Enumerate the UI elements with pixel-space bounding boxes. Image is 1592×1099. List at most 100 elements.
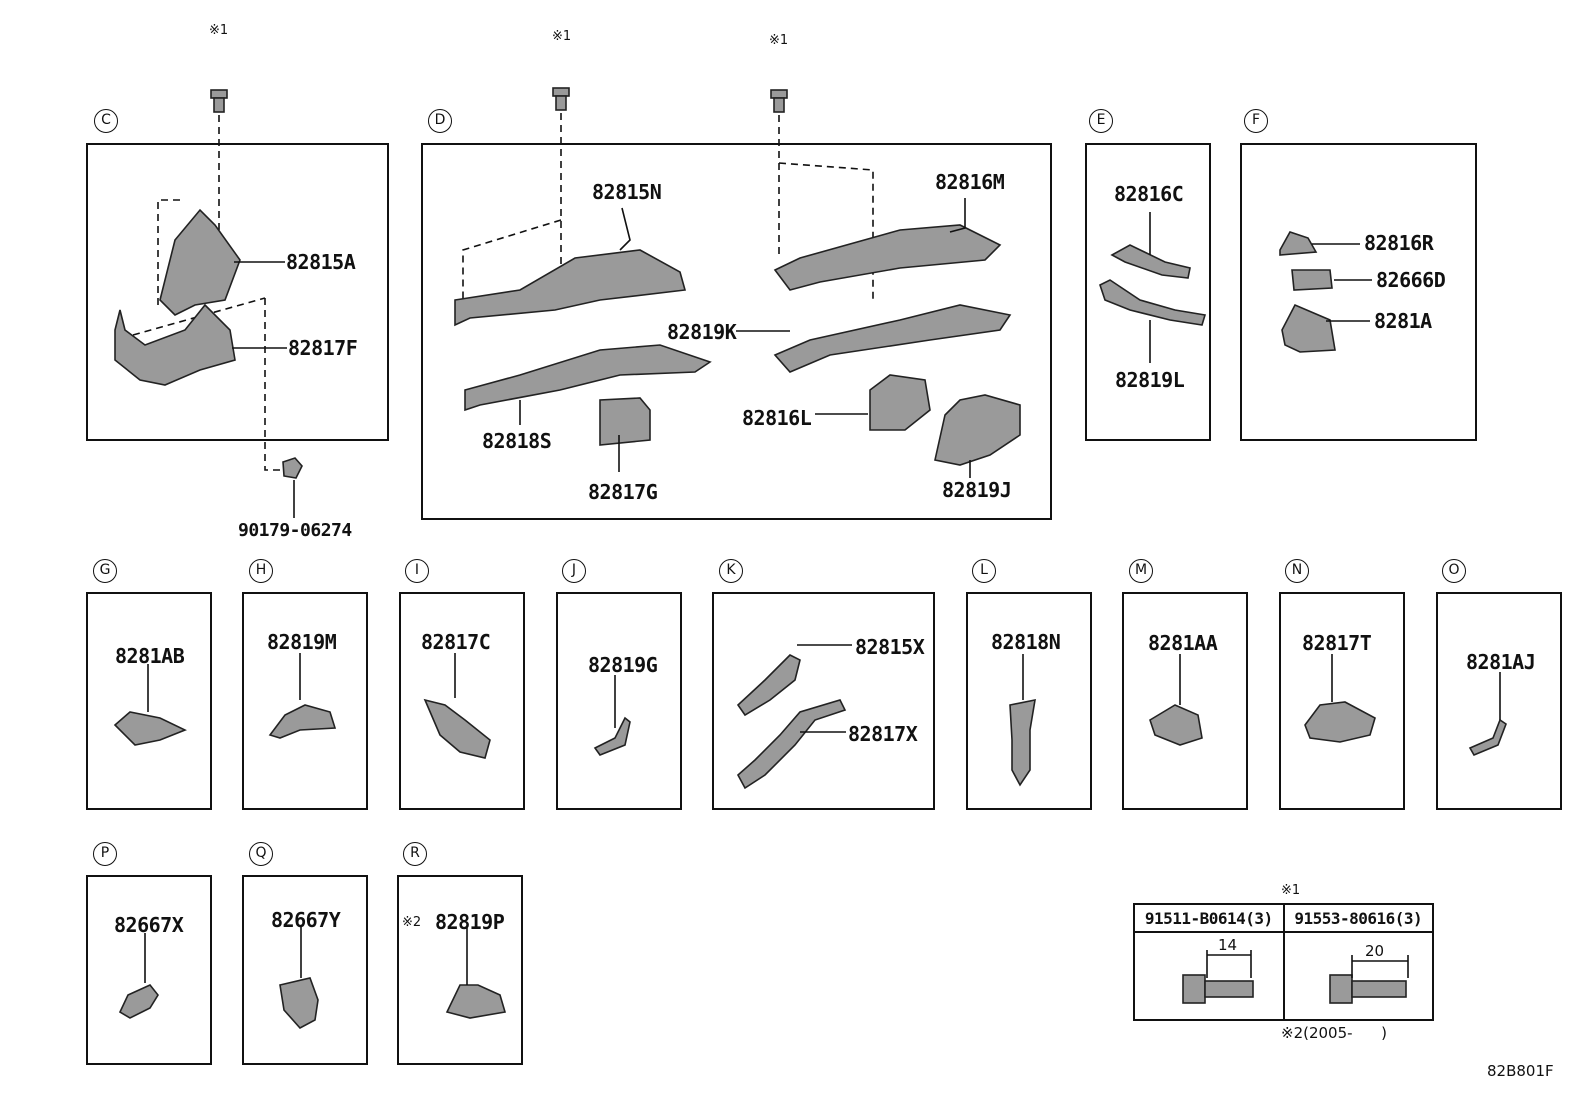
group-box-j bbox=[556, 592, 682, 810]
part-number-8281AJ[interactable]: 8281AJ bbox=[1466, 650, 1536, 674]
part-number-82815X[interactable]: 82815X bbox=[855, 635, 925, 659]
ref-mark-d2: ※1 bbox=[769, 33, 789, 48]
group-label-r: R bbox=[403, 842, 427, 866]
part-number-82667Y[interactable]: 82667Y bbox=[271, 908, 341, 932]
part-number-82816R[interactable]: 82816R bbox=[1364, 231, 1434, 255]
part-number-82819G[interactable]: 82819G bbox=[588, 653, 658, 677]
group-box-i bbox=[399, 592, 525, 810]
part-82819L-shape bbox=[1099, 279, 1207, 326]
part-number-82817X[interactable]: 82817X bbox=[848, 722, 918, 746]
footnote: ※2(2005- ) bbox=[1281, 1024, 1388, 1042]
group-label-j: J bbox=[562, 559, 586, 583]
part-82819P-shape bbox=[445, 984, 507, 1019]
diagram-code: 82B801F bbox=[1487, 1062, 1554, 1080]
part-82818S-shape bbox=[464, 344, 712, 412]
part-82816L-shape bbox=[869, 374, 931, 431]
group-label-k: K bbox=[719, 559, 743, 583]
group-label-m: M bbox=[1129, 559, 1153, 583]
part-number-82817T[interactable]: 82817T bbox=[1302, 631, 1372, 655]
bolt-icon bbox=[210, 89, 228, 113]
part-number-82817G[interactable]: 82817G bbox=[588, 480, 658, 504]
part-number-82816M[interactable]: 82816M bbox=[935, 170, 1005, 194]
part-82816C-shape bbox=[1110, 244, 1191, 279]
ref-mark-d1: ※1 bbox=[552, 29, 572, 44]
part-number-8281A[interactable]: 8281A bbox=[1374, 309, 1432, 333]
group-box-m bbox=[1122, 592, 1248, 810]
group-box-r bbox=[397, 875, 523, 1065]
fastener-part-91511[interactable]: 91511-B0614(3) bbox=[1133, 903, 1285, 933]
part-number-82816L[interactable]: 82816L bbox=[742, 406, 812, 430]
part-82816R-shape bbox=[1279, 231, 1318, 256]
part-82667X-shape bbox=[118, 984, 159, 1019]
part-82819M-shape bbox=[268, 704, 337, 739]
group-label-f: F bbox=[1244, 109, 1268, 133]
part-number-82666D[interactable]: 82666D bbox=[1376, 268, 1446, 292]
group-box-k bbox=[712, 592, 935, 810]
part-82817C-shape bbox=[423, 698, 491, 759]
part-number-82819L[interactable]: 82819L bbox=[1115, 368, 1185, 392]
group-box-h bbox=[242, 592, 368, 810]
bolt-icon bbox=[552, 87, 570, 111]
group-box-c bbox=[86, 143, 389, 441]
part-82666D-shape bbox=[1291, 269, 1333, 291]
part-82819G-shape bbox=[593, 716, 631, 756]
fastener-cell-1 bbox=[1133, 931, 1285, 1021]
ref-mark-c: ※1 bbox=[209, 23, 229, 38]
group-box-g bbox=[86, 592, 212, 810]
group-label-c: C bbox=[94, 109, 118, 133]
fastener-length-20: 20 bbox=[1365, 942, 1385, 960]
group-box-d bbox=[421, 143, 1052, 520]
part-number-82819K[interactable]: 82819K bbox=[667, 320, 737, 344]
group-label-q: Q bbox=[249, 842, 273, 866]
part-number-82816C[interactable]: 82816C bbox=[1114, 182, 1184, 206]
part-82817X-shape bbox=[736, 699, 847, 790]
bolt-icon bbox=[770, 89, 788, 113]
group-label-h: H bbox=[249, 559, 273, 583]
part-number-90179-06274[interactable]: 90179-06274 bbox=[238, 520, 352, 541]
ref-mark-r: ※2 bbox=[402, 915, 422, 930]
part-82817F-shape bbox=[114, 303, 236, 386]
part-number-82819M[interactable]: 82819M bbox=[267, 630, 337, 654]
clip-90179-shape bbox=[282, 457, 303, 479]
part-number-82819J[interactable]: 82819J bbox=[942, 478, 1012, 502]
group-label-o: O bbox=[1442, 559, 1466, 583]
group-label-p: P bbox=[93, 842, 117, 866]
group-label-d: D bbox=[428, 109, 452, 133]
part-82815N-shape bbox=[454, 249, 687, 327]
part-number-82819P[interactable]: 82819P bbox=[435, 910, 505, 934]
group-box-n bbox=[1279, 592, 1405, 810]
part-82815X-shape bbox=[736, 654, 801, 717]
part-number-82818N[interactable]: 82818N bbox=[991, 630, 1061, 654]
part-82817T-shape bbox=[1304, 701, 1376, 743]
part-8281AA-shape bbox=[1149, 704, 1203, 746]
group-box-e bbox=[1085, 143, 1211, 441]
fastener-part-91553[interactable]: 91553-80616(3) bbox=[1282, 903, 1434, 933]
part-82816M-shape bbox=[773, 224, 1002, 291]
part-number-8281AB[interactable]: 8281AB bbox=[115, 644, 185, 668]
group-label-i: I bbox=[405, 559, 429, 583]
part-82819K-shape bbox=[773, 304, 1012, 373]
part-number-82815A[interactable]: 82815A bbox=[286, 250, 356, 274]
part-number-82815N[interactable]: 82815N bbox=[592, 180, 662, 204]
part-number-82818S[interactable]: 82818S bbox=[482, 429, 552, 453]
group-box-o bbox=[1436, 592, 1562, 810]
fastener-table: 91511-B0614(3) 91553-80616(3) bbox=[1133, 903, 1434, 1021]
group-label-l: L bbox=[972, 559, 996, 583]
part-number-8281AA[interactable]: 8281AA bbox=[1148, 631, 1218, 655]
part-8281A-shape bbox=[1281, 303, 1336, 353]
part-82817G-shape bbox=[599, 397, 651, 446]
group-box-f bbox=[1240, 143, 1477, 441]
fastener-length-14: 14 bbox=[1218, 936, 1238, 954]
part-82815A-shape bbox=[159, 208, 241, 316]
part-number-82817F[interactable]: 82817F bbox=[288, 336, 358, 360]
group-box-q bbox=[242, 875, 368, 1065]
fastener-cell-2 bbox=[1282, 931, 1434, 1021]
part-number-82667X[interactable]: 82667X bbox=[114, 913, 184, 937]
part-8281AB-shape bbox=[113, 711, 187, 746]
part-number-82817C[interactable]: 82817C bbox=[421, 630, 491, 654]
group-box-p bbox=[86, 875, 212, 1065]
group-label-n: N bbox=[1285, 559, 1309, 583]
part-82818N-shape bbox=[1009, 698, 1036, 787]
group-label-e: E bbox=[1089, 109, 1113, 133]
group-label-g: G bbox=[93, 559, 117, 583]
